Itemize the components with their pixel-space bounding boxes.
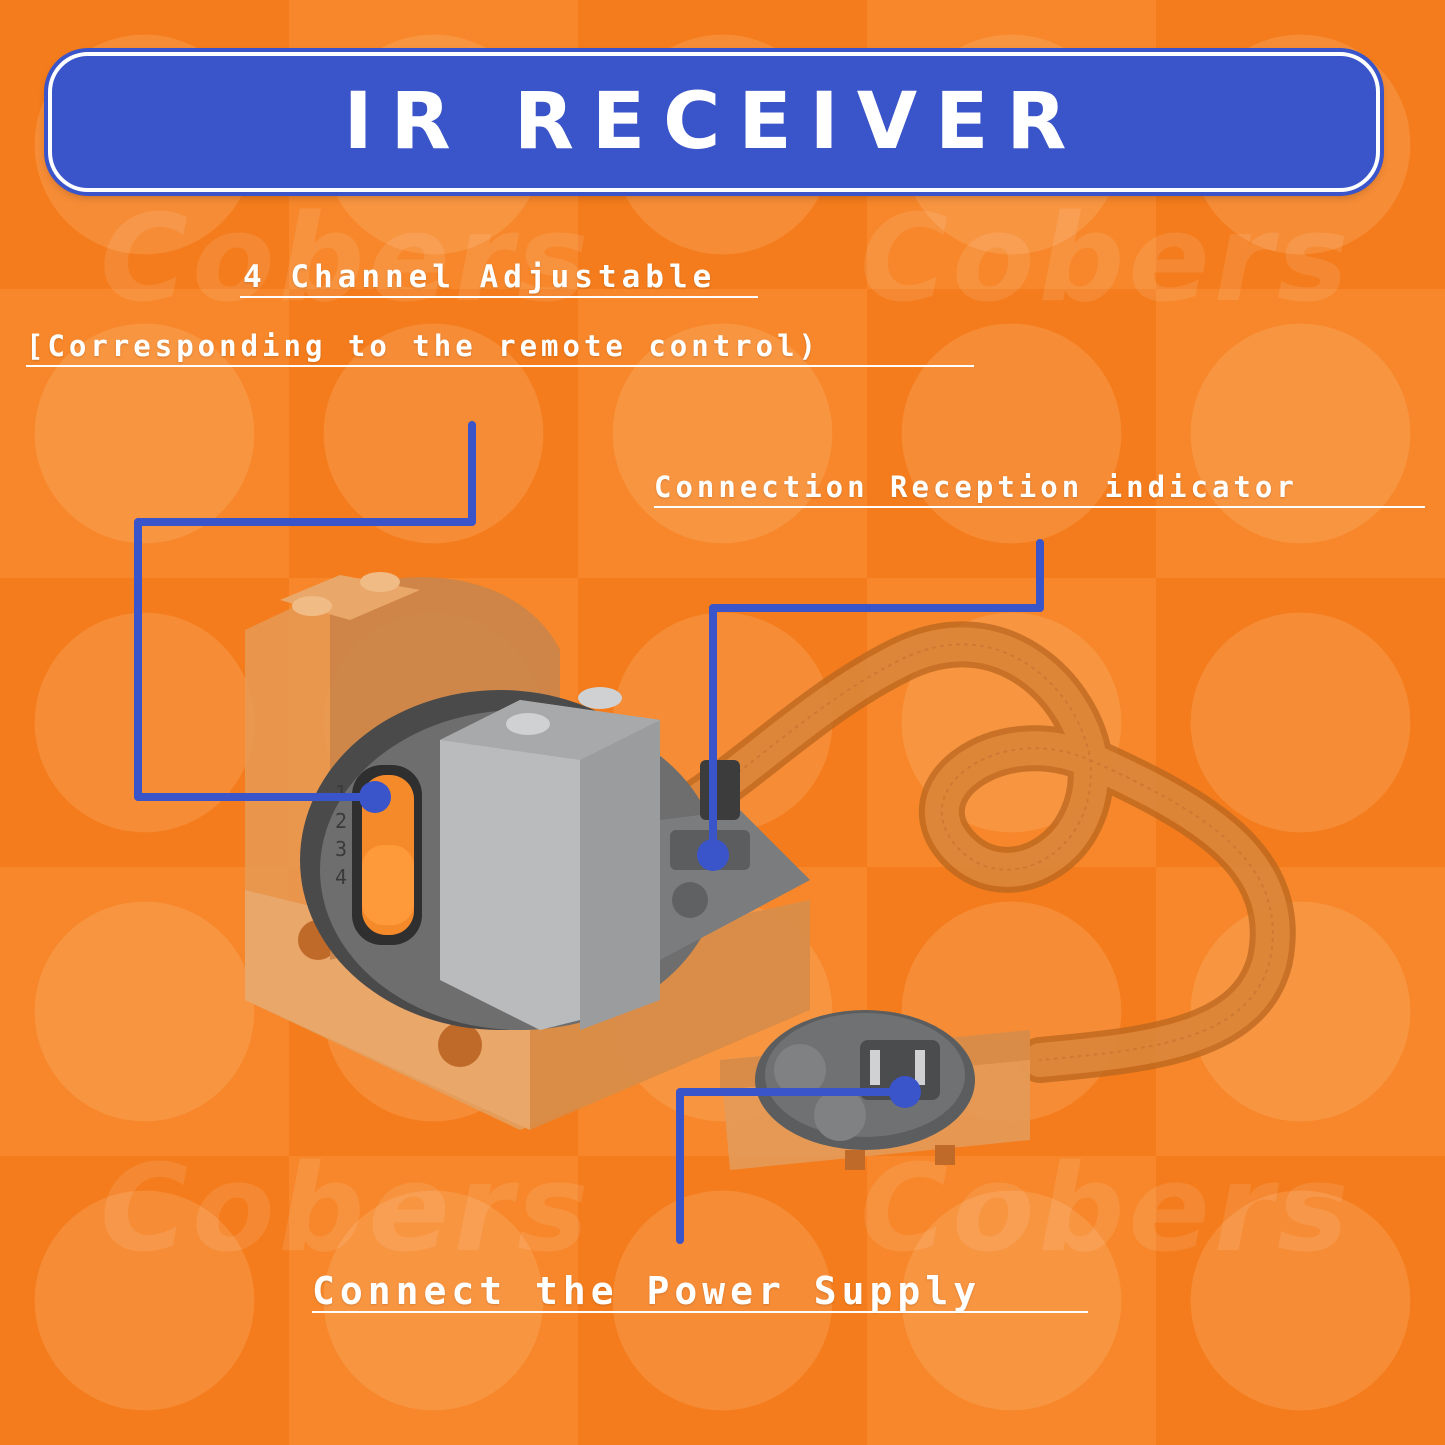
watermark: Cobers: [100, 1140, 593, 1279]
underline: [26, 365, 974, 367]
brick-tile: [289, 289, 578, 578]
brick-stud: [612, 323, 833, 544]
leader-line-channel: [134, 421, 476, 801]
brick-stud: [34, 323, 255, 544]
brick-stud: [901, 1190, 1122, 1411]
watermark: Cobers: [860, 190, 1353, 329]
brick-stud: [34, 1190, 255, 1411]
brick-stud: [1190, 612, 1411, 833]
brick-stud: [34, 901, 255, 1122]
brick-tile: [0, 867, 289, 1156]
brick-tile: [0, 1156, 289, 1445]
leader-dot: [359, 781, 391, 813]
channel-number: 4: [335, 865, 347, 889]
channel-callout-subtitle: [Corresponding to the remote control): [26, 329, 821, 363]
brick-tile: [1156, 289, 1445, 578]
brick-stud: [323, 1190, 544, 1411]
title-banner: IR RECEIVER: [48, 52, 1380, 192]
power-callout: Connect the Power Supply: [312, 1269, 982, 1313]
channel-number: 3: [335, 837, 347, 861]
brick-tile: [867, 578, 1156, 867]
brick-tile: [578, 1156, 867, 1445]
brick-stud: [901, 323, 1122, 544]
brick-tile: [0, 578, 289, 867]
brick-tile: [0, 289, 289, 578]
leader-dot: [889, 1076, 921, 1108]
brick-stud: [34, 612, 255, 833]
underline: [312, 1311, 1088, 1313]
leader-dot: [697, 839, 729, 871]
watermark: Cobers: [100, 190, 593, 329]
indicator-callout: Connection Reception indicator: [654, 470, 1298, 504]
channel-callout-title: 4 Channel Adjustable: [243, 259, 717, 295]
brick-tile: [867, 1156, 1156, 1445]
underline: [240, 296, 758, 298]
page-title: IR RECEIVER: [343, 77, 1085, 167]
brick-tile: [867, 289, 1156, 578]
brick-tile: [1156, 1156, 1445, 1445]
leader-lines: [134, 421, 1044, 1244]
channel-number: 2: [335, 809, 347, 833]
brick-stud: [612, 1190, 833, 1411]
power-connector: [720, 1010, 1030, 1170]
brick-stud: [1190, 901, 1411, 1122]
brick-stud: [1190, 323, 1411, 544]
cable: [677, 621, 1296, 1083]
brick-stud: [323, 323, 544, 544]
underline: [654, 506, 1425, 508]
brick-stud: [1190, 1190, 1411, 1411]
leader-line-indicator: [709, 539, 1044, 859]
brick-tile: [578, 289, 867, 578]
brick-tile: [289, 1156, 578, 1445]
leader-line-power: [676, 1088, 909, 1244]
